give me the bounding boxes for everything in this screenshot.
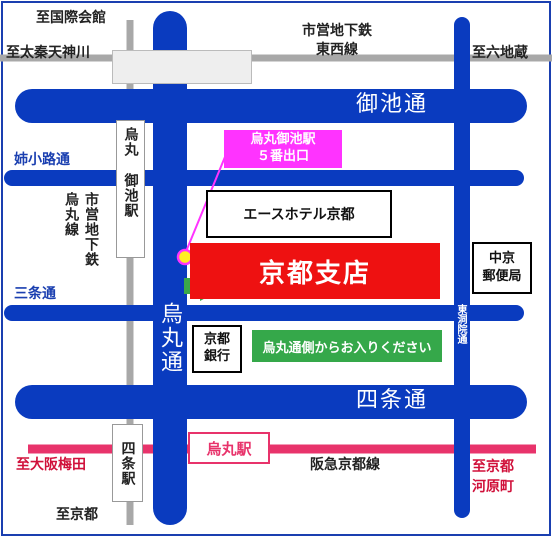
to-osaka-umeda-label: 至大阪梅田 (16, 457, 86, 473)
sanjo-label: 三条通 (14, 286, 56, 302)
karasuma-oike-station-name-a: 烏丸 (122, 127, 139, 157)
ace-hotel-kyoto: エースホテル京都 (206, 190, 392, 238)
nakagyo-post-office: 中京 郵便局 (472, 242, 532, 294)
karasuma-line-name-label: 烏丸線 (63, 192, 79, 237)
to-uzumasa-label: 至太秦天神川 (6, 45, 90, 61)
hankyu-line-label: 阪急京都線 (310, 457, 380, 473)
kyoto-bank: 京都 銀行 (192, 325, 242, 373)
karasuma-line-operator-label: 市営地下鉄 (83, 192, 99, 267)
exit-5-callout: 烏丸御池駅 ５番出口 (224, 130, 342, 168)
karasuma-oike-station: 烏丸 御池駅 (116, 120, 145, 258)
higashinotoin-label: 東洞院通 (455, 304, 466, 344)
karasuma-oike-station-name-b: 御池駅 (122, 173, 139, 218)
entrance-notice: 烏丸通側からお入りください (252, 330, 442, 362)
aneyakoji-label: 姉小路通 (14, 152, 70, 168)
tozai-line-label: 市営地下鉄 東西線 (302, 23, 372, 58)
kyoto-branch-office: 京都支店 (190, 243, 440, 299)
to-kokusai-kaikan-label: 至国際会館 (36, 10, 106, 26)
to-kawaramachi-label: 至京都 河原町 (472, 459, 514, 495)
shijo-station-name: 四条駅 (119, 440, 136, 486)
karasuma-hankyu-station: 烏丸駅 (188, 432, 270, 464)
oike-road-label: 御池通 (356, 92, 429, 117)
karasuma-road-label: 烏丸通 (157, 302, 182, 374)
tozai-station-block (112, 50, 252, 84)
shijo-road-label: 四条通 (356, 388, 429, 413)
shijo-station: 四条駅 (112, 424, 143, 502)
to-rokujizo-label: 至六地蔵 (472, 45, 528, 61)
to-kyoto-station-label: 至京都 (56, 507, 98, 523)
